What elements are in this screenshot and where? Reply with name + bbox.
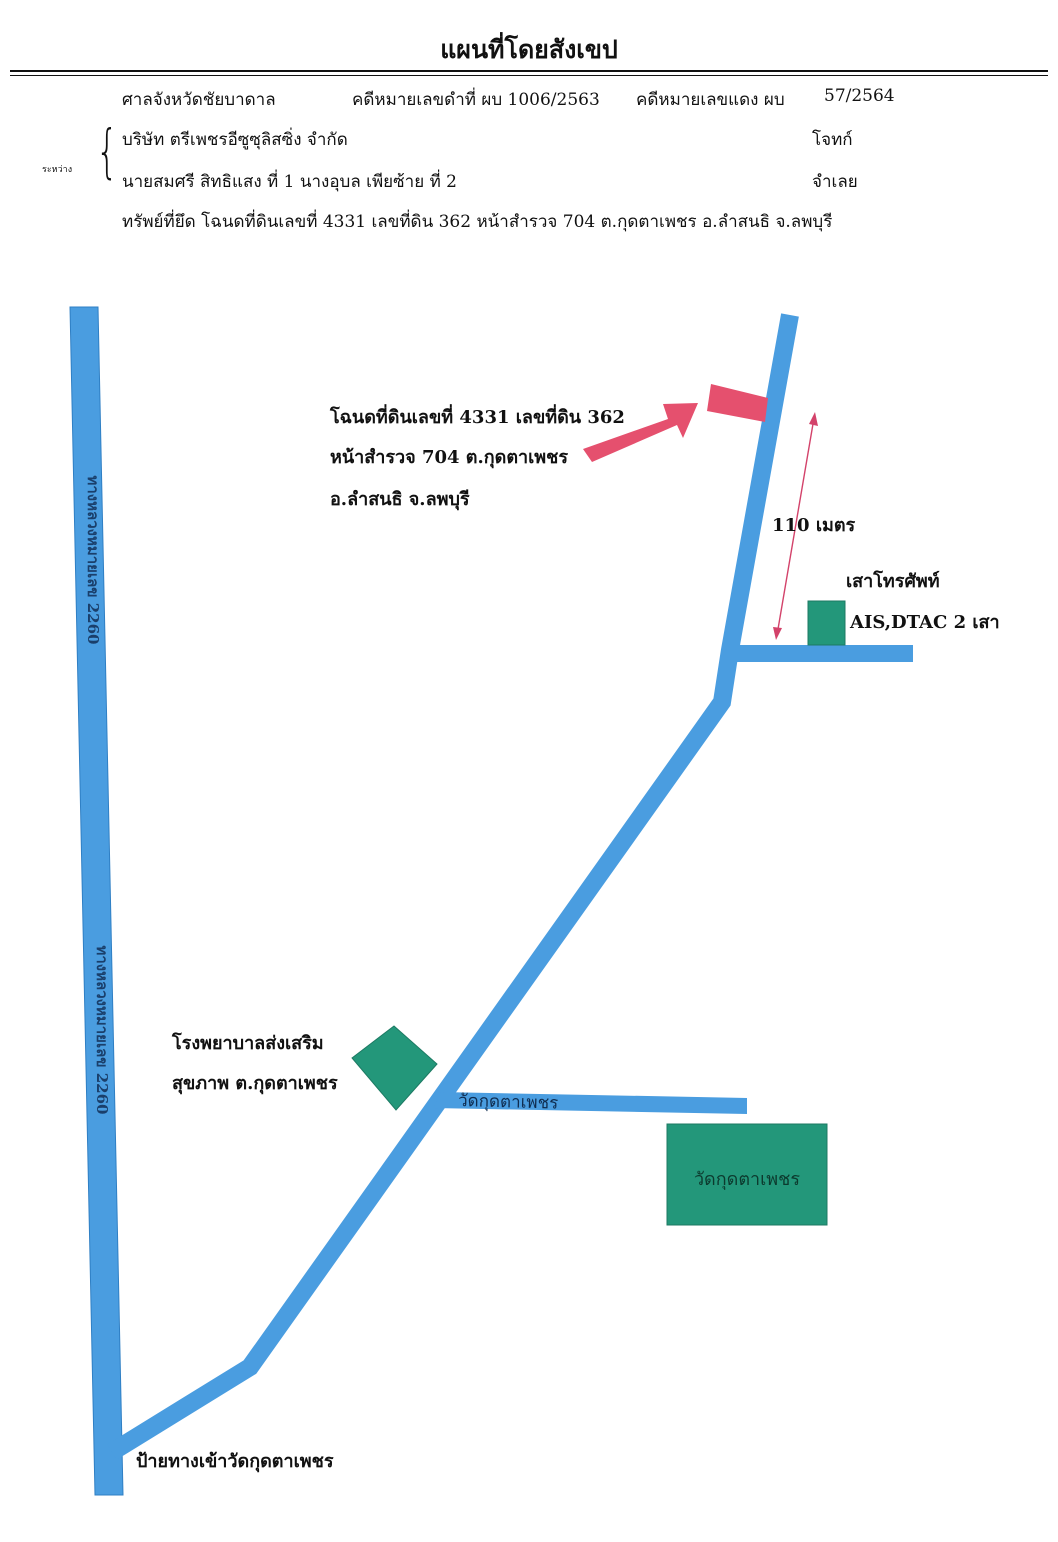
- between-label: ระหว่าง: [42, 165, 73, 175]
- highway-label-upper: ทางหลวงหมายเลข 2260: [84, 476, 102, 645]
- temple-label: วัดกุดตาเพชร: [694, 1169, 800, 1190]
- tower-label-line2: AIS,DTAC 2 เสา: [850, 612, 1000, 633]
- highway-2260-road: [69, 306, 124, 1496]
- plaintiff-role: โจทก์: [812, 130, 853, 150]
- black-case-number: คดีหมายเลขดำที่ ผบ 1006/2563: [352, 90, 600, 110]
- route-road: [107, 313, 799, 1460]
- distance-label: 110 เมตร: [772, 515, 856, 536]
- party-brace: {: [96, 117, 119, 185]
- court-name: ศาลจังหวัดชัยบาดาล: [122, 90, 276, 110]
- distance-arrowhead-top: [809, 412, 818, 426]
- temple-side-road: [434, 1092, 747, 1114]
- highway-label-lower: ทางหลวงหมายเลข 2260: [93, 946, 111, 1115]
- tower-label-line1: เสาโทรศัพท์: [846, 571, 940, 592]
- hospital-label-line1: โรงพยาบาลส่งเสริม: [172, 1033, 324, 1054]
- defendant-role: จำเลย: [812, 172, 858, 192]
- tower-side-road: [732, 645, 913, 662]
- red-case-number: 57/2564: [824, 86, 895, 106]
- target-label-line2: หน้าสำรวจ 704 ต.กุดตาเพชร: [330, 447, 569, 468]
- telephone-tower-box: [807, 600, 846, 646]
- title-divider-thin: [10, 75, 1048, 76]
- page-title: แผนที่โดยสังเขป: [440, 35, 618, 64]
- entrance-sign-label: ป้ายทางเข้าวัดกุดตาเพชร: [136, 1451, 334, 1472]
- hospital-box: [351, 1025, 438, 1111]
- plaintiff-name: บริษัท ตรีเพชรอีซูซุลิสซิ่ง จำกัด: [122, 130, 348, 150]
- title-divider-thick: [10, 70, 1048, 72]
- red-case-label: คดีหมายเลขแดง ผบ: [636, 90, 785, 110]
- distance-arrowhead-bottom: [773, 627, 782, 640]
- target-label-line3: อ.ลำสนธิ จ.ลพบุรี: [330, 489, 470, 510]
- temple-box: [666, 1123, 828, 1226]
- target-pointer-arrow: [583, 403, 698, 462]
- defendant-names: นายสมศรี สิทธิแสง ที่ 1 นางอุบล เพียซ้าย…: [122, 172, 458, 192]
- target-label-line1: โฉนดที่ดินเลขที่ 4331 เลขที่ดิน 362: [330, 407, 625, 428]
- seized-property: ทรัพย์ที่ยึด โฉนดที่ดินเลขที่ 4331 เลขที…: [122, 212, 833, 232]
- hospital-label-line2: สุขภาพ ต.กุดตาเพชร: [172, 1073, 338, 1094]
- target-land-parcel: [707, 384, 768, 422]
- distance-measure-line: [776, 417, 815, 636]
- temple-road-label: วัดกุดตาเพชร: [458, 1091, 559, 1114]
